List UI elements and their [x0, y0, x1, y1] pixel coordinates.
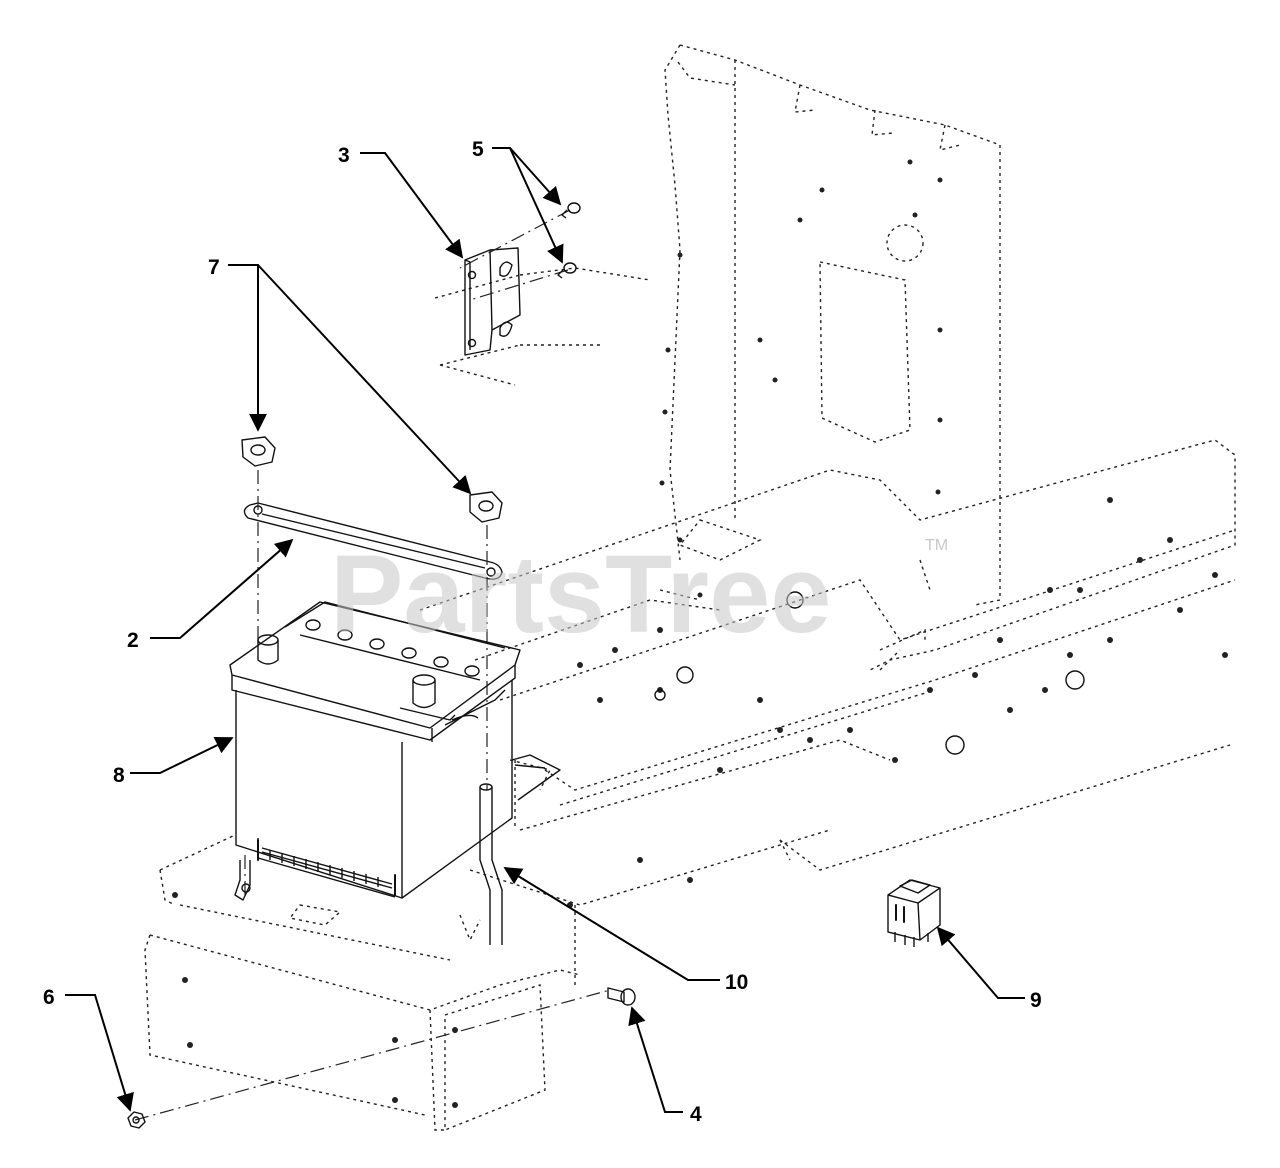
watermark-trademark: TM — [925, 537, 948, 554]
callout-10: 10 — [725, 971, 748, 994]
callout-2: 2 — [127, 629, 139, 652]
callout-4: 4 — [690, 1103, 702, 1126]
wing-nut-part-7[interactable] — [241, 436, 503, 523]
leader-lines — [65, 147, 1025, 1113]
watermark-text: PartsTree — [330, 533, 831, 656]
battery-part-8[interactable] — [229, 601, 561, 901]
callout-5: 5 — [472, 138, 484, 161]
rod-part-10[interactable] — [479, 783, 503, 945]
callout-3: 3 — [338, 144, 350, 167]
callout-labels: 3 5 7 2 8 10 9 6 4 — [43, 138, 1042, 1126]
callout-7: 7 — [208, 256, 220, 279]
bracket-part-3[interactable] — [434, 247, 651, 386]
callout-6: 6 — [43, 986, 55, 1009]
switch-part-9[interactable] — [887, 879, 941, 947]
bolt-part-5[interactable] — [459, 202, 581, 301]
frame-holes — [172, 159, 1228, 1108]
watermark: PartsTree TM — [330, 533, 948, 656]
bolt-part-4[interactable] — [607, 987, 636, 1006]
nut-part-6[interactable] — [127, 1111, 146, 1129]
callout-8: 8 — [113, 764, 125, 787]
alignment-lines — [134, 470, 611, 1121]
battery-ribs — [269, 850, 379, 887]
frame-phantom-lines — [144, 44, 1236, 1131]
callout-9: 9 — [1030, 989, 1042, 1012]
